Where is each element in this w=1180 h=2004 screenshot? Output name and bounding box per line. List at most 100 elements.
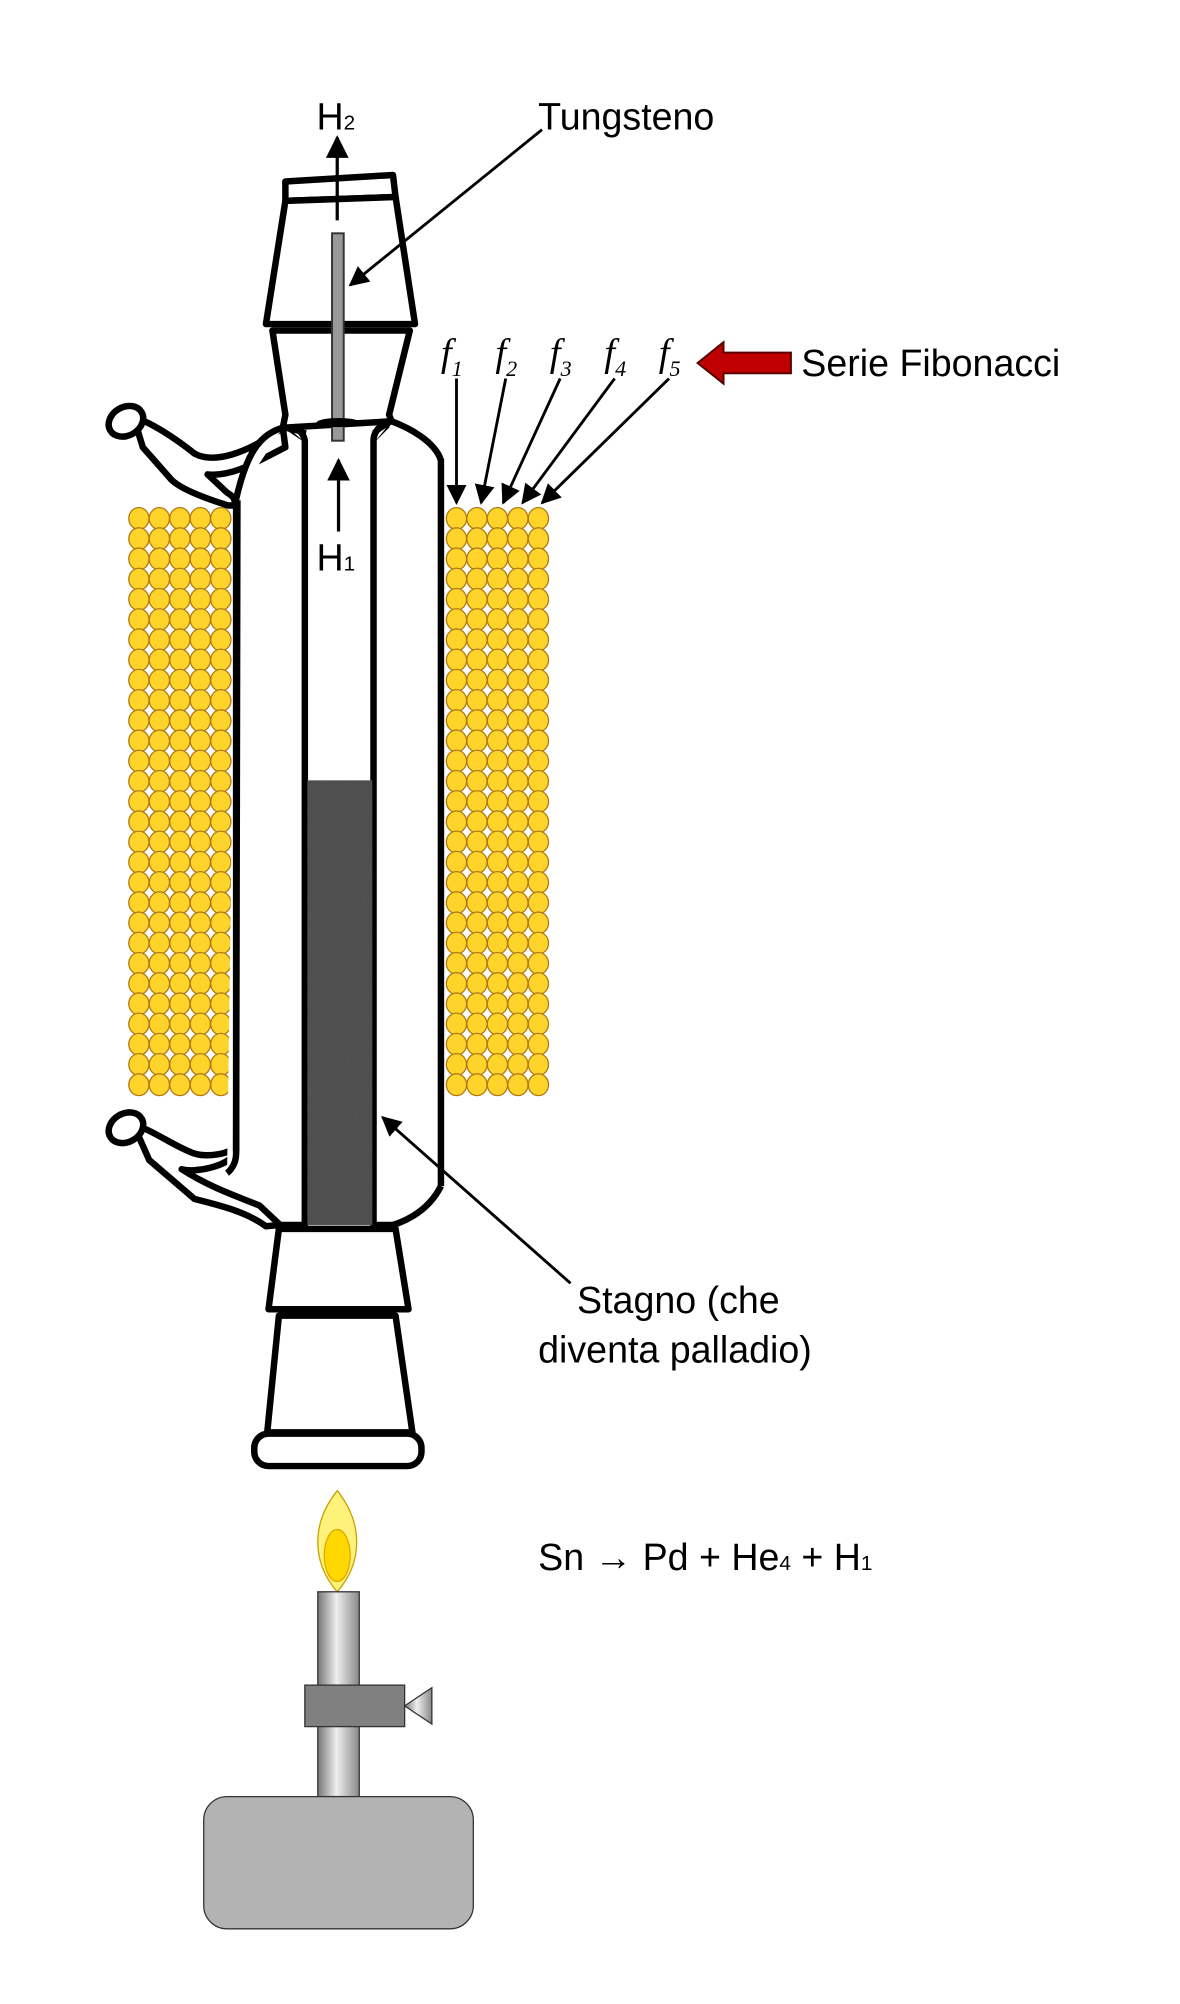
- coil-winding: [507, 688, 529, 713]
- coil-winding: [527, 567, 550, 591]
- coil-winding: [148, 1052, 171, 1077]
- coil-winding: [527, 830, 550, 854]
- coil-winding: [445, 1032, 468, 1056]
- coil-winding: [169, 891, 191, 915]
- tin-leader: [381, 1116, 572, 1285]
- coil-winding: [507, 790, 529, 814]
- coil-winding: [169, 547, 191, 571]
- coil-winding: [445, 790, 468, 814]
- coil-right: [445, 506, 550, 1097]
- coil-winding: [486, 931, 509, 955]
- coil-winding: [466, 992, 488, 1016]
- coil-winding: [189, 587, 212, 611]
- coil-winding: [445, 951, 468, 975]
- coil-winding: [507, 911, 529, 935]
- coil-winding: [445, 567, 468, 591]
- coil-winding: [169, 729, 191, 753]
- coil-winding: [189, 527, 212, 551]
- coil-winding: [148, 749, 171, 773]
- coil-winding: [445, 587, 468, 611]
- coil-winding: [527, 648, 550, 672]
- coil-winding: [527, 527, 550, 551]
- coil-winding: [148, 891, 171, 915]
- coil-winding: [128, 547, 150, 571]
- bottom-joint: [251, 1225, 425, 1470]
- coil-winding: [507, 547, 529, 571]
- coil-winding: [169, 911, 191, 935]
- coil-winding: [148, 506, 171, 531]
- coil-winding: [486, 870, 509, 895]
- coil-winding: [189, 648, 212, 672]
- coil-winding: [128, 688, 150, 713]
- coil-winding: [169, 668, 191, 692]
- coil-winding: [486, 527, 509, 551]
- coil-winding: [445, 891, 468, 915]
- coil-winding: [527, 668, 550, 692]
- coil-winding: [445, 506, 468, 531]
- coil-winding: [128, 891, 150, 915]
- coil-winding: [527, 891, 550, 915]
- coil-winding: [466, 870, 488, 895]
- coil-winding: [466, 668, 488, 692]
- coil-winding: [486, 587, 509, 611]
- coil-winding: [128, 911, 150, 935]
- coil-winding: [445, 931, 468, 955]
- coil-winding: [169, 931, 191, 955]
- coil-winding: [507, 891, 529, 915]
- coil-winding: [210, 790, 232, 814]
- coil-winding: [466, 567, 488, 591]
- coil-winding: [210, 688, 232, 713]
- coil-winding: [466, 749, 488, 773]
- coil-winding: [466, 608, 488, 632]
- coil-winding: [527, 1073, 550, 1097]
- coil-winding: [210, 972, 232, 996]
- coil-winding: [486, 769, 509, 793]
- coil-winding: [466, 1012, 488, 1036]
- coil-winding: [486, 628, 509, 652]
- coil-winding: [128, 769, 150, 793]
- coil-winding: [189, 506, 212, 531]
- svg-text:f5: f5: [659, 332, 681, 381]
- coil-winding: [527, 870, 550, 895]
- coil-winding: [445, 729, 468, 753]
- svg-text:f3: f3: [550, 332, 572, 381]
- coil-winding: [148, 911, 171, 935]
- svg-text:f2: f2: [495, 332, 517, 381]
- coil-winding: [148, 972, 171, 996]
- coil-winding: [169, 749, 191, 773]
- coil-winding: [445, 870, 468, 895]
- coil-winding: [169, 992, 191, 1016]
- coil-winding: [210, 951, 232, 975]
- coil-winding: [527, 628, 550, 652]
- coil-winding: [148, 769, 171, 793]
- coil-winding: [210, 749, 232, 773]
- coil-winding: [169, 709, 191, 733]
- coil-winding: [169, 830, 191, 854]
- red-arrow-icon: [696, 340, 792, 386]
- coil-winding: [210, 608, 232, 632]
- coil-winding: [507, 608, 529, 632]
- coil-winding: [527, 749, 550, 773]
- coil-winding: [128, 1052, 150, 1077]
- fibonacci-leaders: [446, 377, 671, 505]
- coil-winding: [189, 891, 212, 915]
- coil-winding: [210, 769, 232, 793]
- coil-winding: [210, 527, 232, 551]
- reaction-equation: Sn → Pd + He4 + H1: [538, 1536, 872, 1578]
- coil-winding: [466, 972, 488, 996]
- coil-winding: [189, 992, 212, 1016]
- coil-winding: [169, 870, 191, 895]
- coil-winding: [148, 1032, 171, 1056]
- coil-winding: [507, 668, 529, 692]
- coil-winding: [210, 668, 232, 692]
- coil-winding: [148, 527, 171, 551]
- tin-label-line1: Stagno (che: [577, 1279, 780, 1321]
- coil-winding: [189, 668, 212, 692]
- coil-winding: [466, 850, 488, 874]
- coil-winding: [445, 830, 468, 854]
- coil-winding: [445, 850, 468, 874]
- coil-winding: [507, 527, 529, 551]
- svg-text:f1: f1: [441, 332, 463, 381]
- coil-winding: [169, 567, 191, 591]
- coil-winding: [128, 1012, 150, 1036]
